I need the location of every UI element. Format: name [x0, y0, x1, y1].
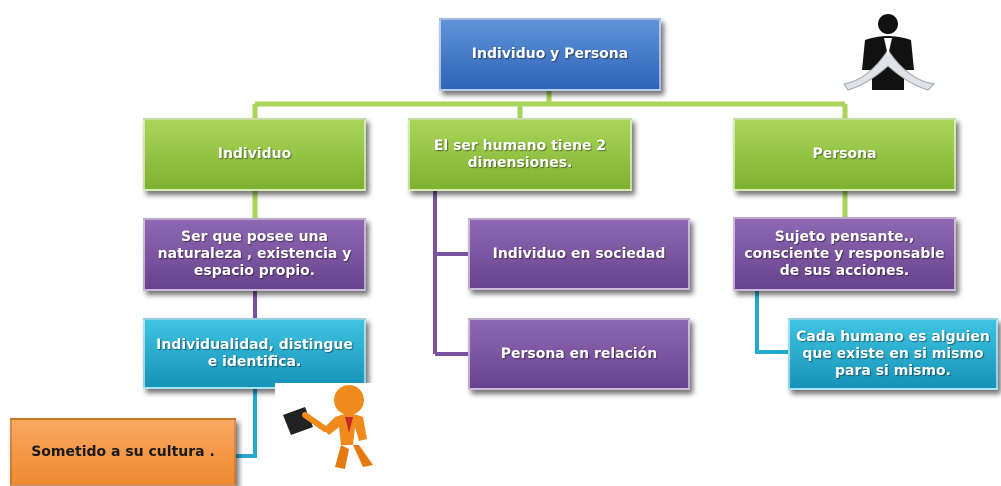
root-connector: [252, 90, 848, 118]
dimensiones-connector: [433, 190, 468, 356]
cyan-connectors: [236, 290, 788, 458]
individuo-node: Individuo: [143, 118, 366, 191]
cultura-node: Sometido a su cultura .: [10, 418, 236, 486]
persona-node: Persona: [733, 118, 956, 191]
individualidad-connector: [236, 388, 257, 458]
existe-node: Cada humano es alguien que existe en si …: [788, 318, 998, 390]
orange-person-with-briefcase-icon: [275, 383, 390, 471]
root-node: Individuo y Persona: [439, 18, 661, 91]
dimensiones-node-label: El ser humano tiene 2 dimensiones.: [433, 137, 607, 171]
individualidad-node-label: Individualidad, distingue e identifica.: [156, 336, 353, 370]
cultura-node-label: Sometido a su cultura .: [31, 443, 215, 460]
relacion-node-label: Persona en relación: [500, 345, 658, 362]
naturaleza-node-label: Ser que posee una naturaleza , existenci…: [157, 229, 352, 279]
naturaleza-node: Ser que posee una naturaleza , existenci…: [143, 218, 366, 291]
root-node-label: Individuo y Persona: [471, 46, 629, 62]
person-in-suit-icon: [843, 14, 936, 91]
sujeto-node-label: Sujeto pensante., consciente y responsab…: [744, 228, 945, 279]
relacion-node: Persona en relación: [468, 318, 690, 390]
individualidad-node: Individualidad, distingue e identifica.: [143, 318, 366, 389]
sociedad-node-label: Individuo en sociedad: [492, 245, 666, 262]
sujeto-connector: [755, 290, 788, 354]
existe-node-label: Cada humano es alguien que existe en si …: [796, 328, 990, 379]
persona-node-label: Persona: [812, 146, 877, 162]
green-connectors: [252, 90, 848, 218]
sociedad-node: Individuo en sociedad: [468, 218, 690, 290]
sujeto-node: Sujeto pensante., consciente y responsab…: [733, 217, 956, 291]
dimensiones-node: El ser humano tiene 2 dimensiones.: [408, 118, 632, 191]
purple-connectors: [253, 190, 468, 356]
individuo-node-label: Individuo: [217, 146, 292, 162]
